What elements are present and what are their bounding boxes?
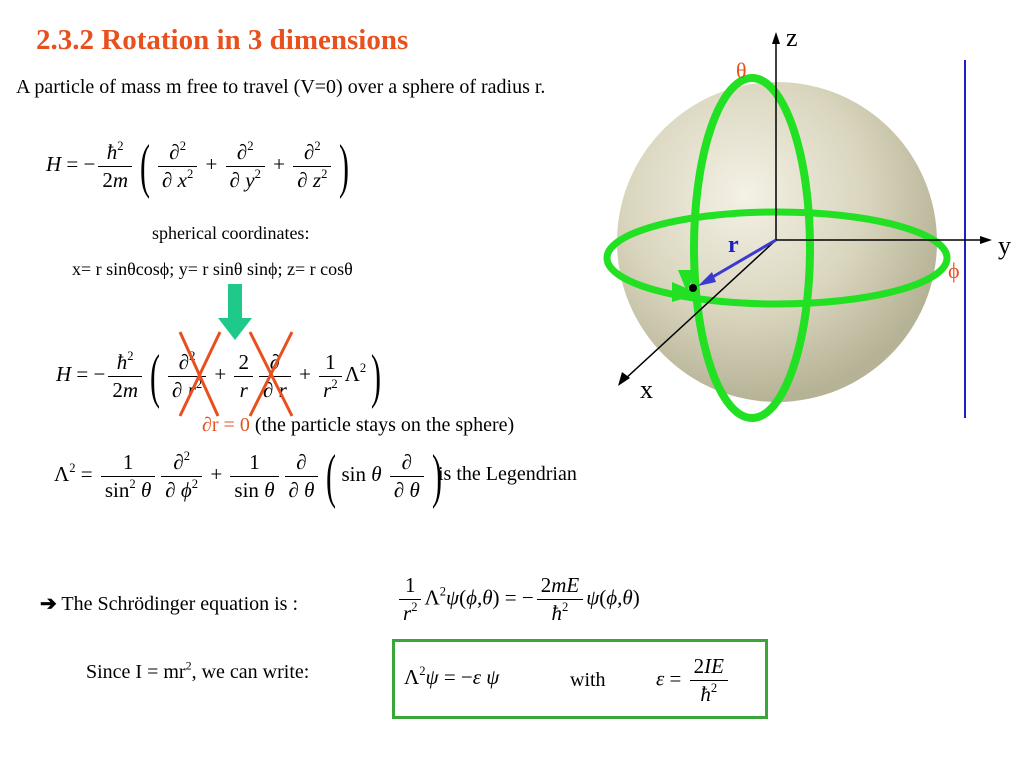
phi-arrowhead (672, 282, 700, 302)
down-arrow-icon (218, 284, 252, 340)
particle-dot (689, 284, 697, 292)
phi-label: ϕ (948, 258, 960, 283)
phi-ring (603, 208, 951, 308)
cross-out-marks (178, 331, 294, 417)
z-axis-label: z (786, 23, 798, 52)
theta-label: θ (736, 58, 747, 83)
schrodinger-intro-text: The Schrödinger equation is : (61, 593, 299, 615)
x-axis (623, 239, 777, 381)
legendrian-note: is the Legendrian (438, 463, 577, 485)
with-label: with (570, 669, 606, 691)
intro-text: A particle of mass m free to travel (V=0… (16, 76, 546, 98)
since-text-b: , we can write: (191, 661, 310, 683)
spherical-coordinates-label: spherical coordinates: (152, 223, 310, 243)
sphere-diagram: z y x θ ϕ r (603, 23, 1011, 422)
result-equation: Λ2ψ = −ε ψ (404, 664, 500, 689)
theta-arrowhead (678, 270, 696, 292)
sphere (617, 82, 937, 402)
dr-zero-text: ∂r = 0 (202, 414, 250, 436)
result-box (392, 639, 768, 719)
z-axis-arrow (772, 32, 780, 44)
radius-arrowhead (698, 272, 716, 286)
radius-arrow (703, 238, 777, 284)
x-axis-arrow (618, 372, 630, 386)
y-axis-label: y (998, 231, 1011, 260)
theta-ring (690, 74, 814, 422)
slide-title: 2.3.2 Rotation in 3 dimensions (36, 24, 409, 56)
y-axis-arrow (980, 236, 992, 244)
radial-constraint: ∂r = 0 (the particle stays on the sphere… (202, 414, 514, 437)
schrodinger-intro: ➔ The Schrödinger equation is : (40, 591, 298, 616)
dr-note-text: (the particle stays on the sphere) (254, 414, 515, 436)
coordinate-transform: x= r sinθcosϕ; y= r sinθ sinϕ; z= r cosθ (72, 259, 353, 279)
right-arrow-icon: ➔ (40, 593, 57, 615)
since-text: Since I = mr2, we can write: (86, 658, 310, 683)
since-text-a: Since I = mr (86, 661, 186, 683)
radius-label: r (728, 232, 739, 258)
x-axis-label: x (640, 375, 653, 404)
